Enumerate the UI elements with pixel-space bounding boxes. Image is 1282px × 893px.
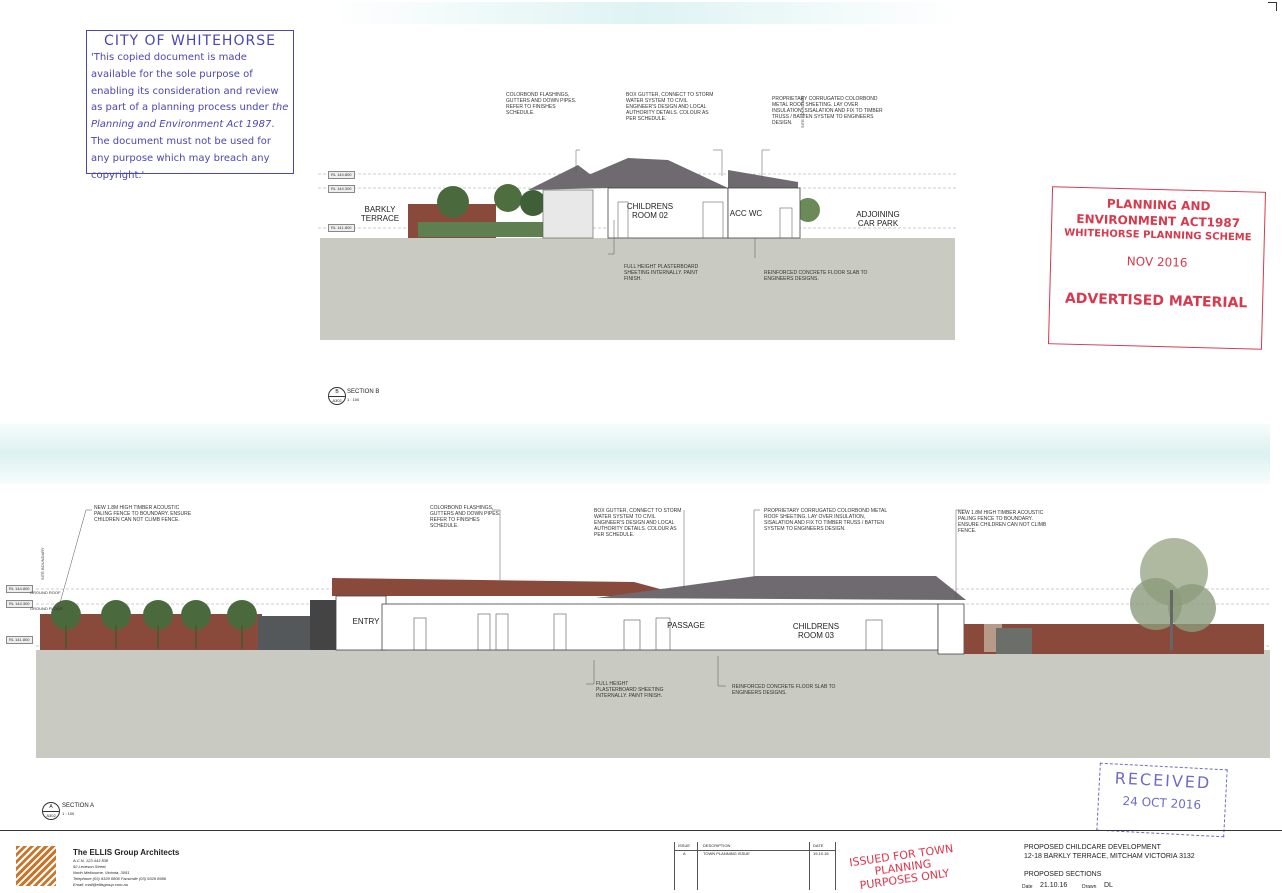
section-a-marker-sheet: A302 — [46, 813, 56, 818]
drawing-title: PROPOSED SECTIONS — [1024, 871, 1102, 878]
section-a-note-slab: REINFORCED CONCRETE FLOOR SLAB TO ENGINE… — [732, 684, 836, 696]
section-b-title: SECTION B — [347, 389, 380, 395]
section-a-note-fence-left: NEW 1.8m HIGH TIMBER ACOUSTIC PALING FEN… — [94, 505, 192, 523]
issue-table-col1 — [697, 842, 698, 890]
advertised-material-stamp: PLANNING AND ENVIRONMENT ACT1987 WHITEHO… — [1047, 186, 1267, 350]
section-b-level-3: RL 141.800 — [328, 224, 355, 232]
description-value: TOWN PLANNING ISSUE — [703, 851, 750, 856]
section-b-label-childrens: CHILDRENS ROOM 02 — [626, 202, 674, 220]
section-b-marker: B A302 — [328, 387, 346, 405]
section-b-level-2: RL 144.300 — [328, 185, 355, 193]
section-a-note-plasterboard: FULL HEIGHT PLASTERBOARD SHEETING INTERN… — [596, 681, 664, 699]
drawing-date-label: Date — [1022, 884, 1033, 890]
corner-mark — [1268, 2, 1277, 11]
section-b-note-box-gutter: BOX GUTTER, CONNECT TO STORM WATER SYSTE… — [626, 92, 714, 122]
city-of-whitehorse-stamp: CITY OF WHITEHORSE 'This copied document… — [86, 30, 294, 181]
section-a-boundary: SITE BOUNDARY — [40, 547, 45, 580]
section-a-level-3: RL 144.300 — [6, 600, 33, 608]
stamp-city-text-a: 'This copied document is made available … — [91, 52, 279, 114]
section-a-title: SECTION A — [62, 803, 95, 809]
section-a-drawing — [36, 500, 1270, 762]
firm-address-1: 92 Leveson Street, — [73, 864, 107, 869]
section-b-svg — [318, 149, 958, 340]
section-a-scale: 1 : 100 — [62, 811, 75, 816]
section-b-level-1: RL 144.800 — [328, 171, 355, 179]
issue-header: ISSUE — [678, 843, 691, 848]
issued-for-town-planning-stamp: ISSUED FOR TOWN PLANNING PURPOSES ONLY — [848, 841, 955, 893]
stamp-city-text-act: the Planning and Environment Act 1987 — [91, 102, 289, 131]
drawing-drawn-value: DL — [1104, 882, 1113, 889]
section-b-scale: 1 : 100 — [347, 397, 360, 402]
section-b-note-plasterboard: FULL HEIGHT PLASTERBOARD SHEETING INTERN… — [624, 264, 699, 282]
section-a-note-box-gutter: BOX GUTTER, CONNECT TO STORM WATER SYSTE… — [594, 508, 682, 538]
stamp-planning-footer: ADVERTISED MATERIAL — [1064, 290, 1248, 312]
section-a-marker: A A302 — [42, 802, 60, 820]
section-a-marker-num: A — [43, 803, 59, 812]
section-a-level-2: GROUND ROOF — [30, 590, 61, 595]
section-a-level-1: RL 144.800 — [6, 585, 33, 593]
stamp-city-text-b: . The document must not be used for any … — [91, 119, 275, 181]
firm-name: The ELLIS Group Architects — [73, 848, 180, 857]
section-b-note-roof: PROPRIETARY CORRUGATED COLORBOND METAL R… — [772, 96, 883, 126]
title-block-border — [0, 830, 1282, 831]
drawing-date-value: 21.10.16 — [1040, 882, 1068, 889]
issue-value: A — [683, 851, 686, 856]
date-value: 19.10.16 — [813, 851, 829, 856]
section-b-drawing — [318, 149, 958, 345]
description-header: DESCRIPTION — [703, 843, 731, 848]
section-b-marker-num: B — [329, 388, 345, 397]
section-a-note-flashings: COLORBOND FLASHINGS, GUTTERS AND DOWN PI… — [430, 505, 501, 529]
stamp-city-title: CITY OF WHITEHORSE — [104, 33, 276, 49]
section-a-note-roof: PROPRIETARY CORRUGATED COLORBOND METAL R… — [764, 508, 887, 532]
scan-bleed-middle — [0, 424, 1270, 484]
firm-acn: A.C.N. 123 443 838 — [73, 858, 109, 863]
issue-table-col2 — [809, 842, 810, 890]
section-b-marker-sheet: A302 — [332, 398, 342, 403]
section-b-note-slab: REINFORCED CONCRETE FLOOR SLAB TO ENGINE… — [764, 270, 868, 282]
section-b-note-flashings: COLORBOND FLASHINGS, GUTTERS AND DOWN PI… — [506, 92, 577, 116]
firm-address-2: North Melbourne, Victoria, 3051 — [73, 870, 130, 875]
scan-bleed-top — [330, 2, 960, 24]
firm-logo — [16, 846, 56, 886]
project-title: PROPOSED CHILDCARE DEVELOPMENT — [1024, 844, 1161, 851]
issue-table-row: A TOWN PLANNING ISSUE 19.10.16 — [675, 851, 835, 858]
stamp-planning-date: NOV 2016 — [1126, 254, 1188, 270]
section-b-label-barkly: BARKLY TERRACE — [360, 205, 400, 223]
project-address: 12-18 BARKLY TERRACE, MITCHAM VICTORIA 3… — [1024, 853, 1195, 860]
section-a-level-4: GROUND FLOOR — [30, 606, 63, 611]
section-a-note-fence-right: NEW 1.8m HIGH TIMBER ACOUSTIC PALING FEN… — [958, 510, 1047, 534]
section-a-label-passage: PASSAGE — [667, 621, 705, 630]
received-stamp: RECEIVED 24 OCT 2016 — [1096, 762, 1228, 838]
section-a-svg — [36, 509, 1270, 758]
section-b-label-car-park: ADJOINING CAR PARK — [856, 210, 900, 228]
date-header: DATE — [813, 843, 824, 848]
drawing-drawn-label: Drawn — [1082, 884, 1097, 890]
stamp-city-text: 'This copied document is made available … — [91, 50, 289, 184]
issue-table: ISSUE DESCRIPTION DATE A TOWN PLANNING I… — [674, 842, 836, 890]
section-a-label-childrens: CHILDRENS ROOM 03 — [792, 622, 840, 640]
firm-email: Email: mail@ellisgroup.com.au — [73, 882, 128, 887]
received-stamp-date: 24 OCT 2016 — [1122, 793, 1202, 813]
section-a-label-entry: ENTRY — [352, 617, 380, 626]
firm-phone: Telephone (03) 9329 0806 Facsimile (03) … — [73, 876, 167, 881]
section-a-level-5: RL 141.800 — [6, 636, 33, 644]
issue-table-header: ISSUE DESCRIPTION DATE — [675, 842, 835, 851]
received-stamp-label: RECEIVED — [1114, 768, 1212, 793]
section-b-label-acc-wc: ACC WC — [729, 209, 763, 218]
